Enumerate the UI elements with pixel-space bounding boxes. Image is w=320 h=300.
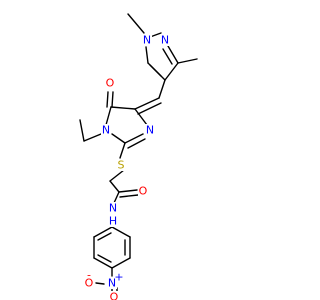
atom-label: O bbox=[85, 277, 94, 290]
bond-c2-s bbox=[119, 142, 126, 159]
atom-o-im5: O bbox=[105, 77, 115, 90]
atom-label-background bbox=[105, 77, 115, 89]
atom-label: N bbox=[102, 124, 110, 137]
atom-label: O bbox=[139, 185, 148, 198]
bond-c4-c5-double bbox=[149, 64, 162, 77]
atom-label-background bbox=[108, 202, 118, 214]
bond-am-o bbox=[118, 189, 138, 193]
bond-b4-b5-double bbox=[97, 254, 112, 263]
atom-o-no2b: O bbox=[109, 291, 119, 300]
bond-c5-n1 bbox=[145, 46, 149, 64]
atom-label: N bbox=[161, 34, 169, 47]
bond-s-ch2 bbox=[109, 169, 125, 182]
bond-meth-im4 bbox=[134, 97, 160, 110]
atom-label-background bbox=[145, 124, 155, 136]
atom-o-no2a: O bbox=[84, 277, 94, 290]
atom-n-pz2: N bbox=[160, 34, 170, 47]
atom-label: + bbox=[114, 271, 123, 284]
atom-label-background bbox=[101, 124, 111, 136]
atom-label: - bbox=[87, 269, 91, 282]
atom-label: S bbox=[118, 159, 125, 172]
bond-b6-b1-double bbox=[97, 232, 112, 241]
atom-h-am: H bbox=[108, 215, 118, 228]
atom-n-pz1: N bbox=[142, 34, 152, 47]
bond-et1-et2 bbox=[79, 119, 85, 142]
bond-b6-b1 bbox=[93, 226, 113, 238]
atom-label: O bbox=[106, 77, 115, 90]
atom-label: N bbox=[143, 34, 151, 47]
atom-o-am: O bbox=[138, 185, 148, 198]
bond-c2-n3-double bbox=[127, 138, 146, 149]
bond-im5-o bbox=[111, 91, 114, 108]
bond-me1-n1 bbox=[127, 13, 145, 34]
bond-c2-n3 bbox=[124, 133, 144, 144]
bond-layer bbox=[79, 13, 198, 295]
atom-label: O bbox=[110, 291, 119, 300]
atom-label: N bbox=[109, 202, 117, 215]
bond-c4-meth bbox=[158, 79, 166, 99]
bond-b3-b4 bbox=[111, 257, 131, 269]
bond-im4-im5 bbox=[110, 106, 136, 110]
bond-meth-im4-double bbox=[137, 102, 162, 115]
bond-am-o-double bbox=[119, 194, 139, 198]
bond-im5-n1 bbox=[105, 106, 112, 126]
atom-label-background bbox=[84, 277, 94, 289]
bond-c3-me3 bbox=[177, 58, 198, 64]
atom-label-background bbox=[160, 34, 170, 46]
atom-label-background bbox=[107, 277, 117, 289]
bond-n1-et1 bbox=[83, 133, 102, 142]
atom-label-background bbox=[108, 215, 118, 227]
atom-n-im3: N bbox=[145, 124, 155, 137]
atom-label: N bbox=[108, 277, 116, 290]
bond-b1-b2 bbox=[111, 226, 131, 238]
bond-n2-c3-double bbox=[162, 48, 173, 65]
atom-label: H bbox=[109, 215, 117, 228]
atom-n-am: N bbox=[108, 202, 118, 215]
atom-label: N bbox=[146, 124, 154, 137]
atom-o-no2a-minus: - bbox=[87, 269, 91, 282]
bond-ch2-am bbox=[109, 180, 120, 193]
atom-n-no2: N bbox=[107, 277, 117, 290]
bond-n2-c3 bbox=[167, 45, 179, 64]
bond-im5-o-double bbox=[106, 91, 109, 108]
atom-n-im1: N bbox=[101, 124, 111, 137]
bond-n3-im4 bbox=[134, 108, 148, 126]
bond-c3-c4 bbox=[164, 62, 179, 81]
bond-n1-c2 bbox=[111, 133, 126, 144]
atom-label-background bbox=[138, 185, 148, 197]
atom-label-background bbox=[109, 291, 119, 300]
atom-n-no2-plus: + bbox=[114, 271, 123, 284]
bond-am-n bbox=[113, 191, 120, 204]
atom-s: S bbox=[116, 159, 126, 172]
atom-label-background bbox=[116, 159, 126, 171]
atom-label-background bbox=[142, 34, 152, 46]
bond-no2-oa bbox=[95, 282, 105, 285]
bond-b4-b5 bbox=[93, 257, 113, 269]
